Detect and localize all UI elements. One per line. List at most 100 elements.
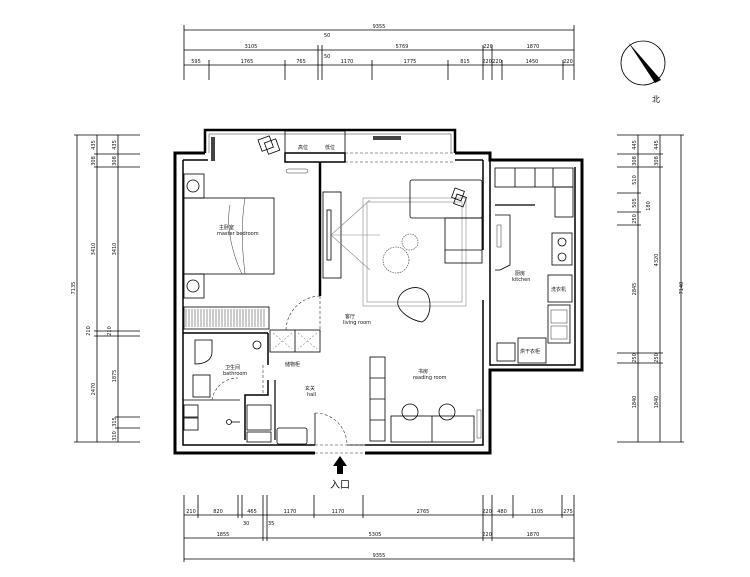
radiator-icon: [373, 136, 401, 140]
dim-label: 210: [86, 326, 92, 336]
north-label: 北: [652, 95, 660, 104]
dim-label: 1775: [404, 59, 417, 65]
living-room: 客厅 living room: [319, 179, 483, 333]
hall-label-cn: 玄关: [305, 385, 315, 392]
dim-label: 3105: [245, 44, 258, 50]
dim-label: 1840: [654, 396, 660, 409]
balcony-high-label: 高位: [298, 144, 308, 151]
dim-label: 50: [324, 54, 330, 60]
dim-label: 50: [324, 33, 330, 39]
right-dimensions: 7140 445 308 510 505 250 2845 250 1840 4…: [617, 134, 685, 443]
bathroom-label-en: bathroom: [223, 371, 247, 377]
upper-cabinets: [494, 167, 574, 188]
dim-left-total: 7135: [71, 282, 77, 295]
dim-label: 445: [632, 140, 638, 150]
entrance-arrow-icon: [333, 456, 347, 474]
washing-machine: [547, 274, 573, 303]
bench: [276, 427, 308, 445]
chair: [401, 403, 419, 421]
washing-machine-label: 洗衣机: [551, 286, 566, 293]
dim-label: 1875: [112, 370, 118, 383]
drain-icon: [252, 340, 262, 350]
dim-label: 250: [632, 353, 638, 363]
dryer-cabinet: [517, 337, 547, 364]
dryer-cabinet-label: 烘干衣柜: [520, 348, 540, 355]
dim-label: 220: [482, 532, 492, 538]
shower-icon: [226, 419, 232, 425]
dim-label: 220: [482, 59, 492, 65]
dim-label: 1870: [527, 44, 540, 50]
dim-label: 308: [112, 156, 118, 166]
dim-label: 308: [632, 156, 638, 166]
dim-label: 445: [654, 140, 660, 150]
dim-label: 310: [112, 431, 118, 441]
bed: [183, 197, 275, 275]
storage-cabinet: 储物柜: [269, 329, 321, 368]
coffee-table: [382, 246, 410, 274]
entrance-label: 入口: [330, 480, 350, 491]
tv: [326, 209, 332, 261]
dim-label: 30: [243, 521, 249, 527]
dim-label: 480: [497, 509, 507, 515]
hall-label-en: hall: [307, 392, 316, 398]
dim-bottom-total: 9355: [373, 553, 386, 559]
balcony: 高位 低位: [211, 135, 401, 161]
lamp-icon: [186, 279, 200, 293]
dim-label: 1170: [332, 509, 345, 515]
dim-label: 220: [482, 509, 492, 515]
dim-label: 1765: [241, 59, 254, 65]
master-bedroom-label-en: master bedroom: [217, 231, 259, 237]
master-bedroom: 主卧室 master bedroom: [183, 168, 321, 331]
master-bedroom-label-cn: 主卧室: [219, 224, 234, 231]
dim-top-total: 9355: [373, 24, 386, 30]
dim-label: 1870: [527, 532, 540, 538]
dim-label: 435: [91, 140, 97, 150]
lamp-icon: [186, 179, 200, 193]
dim-label: 315: [112, 417, 118, 427]
dim-label: 4320: [654, 254, 660, 267]
dim-label: 5769: [396, 44, 409, 50]
dim-label: 220: [483, 44, 493, 50]
bathroom: 卫生间 bathroom: [183, 339, 264, 431]
walls: [173, 128, 584, 455]
dim-label: 3410: [91, 243, 97, 256]
top-dimensions: 9355 3105 50 5769 220 1870 595 1765 765 …: [183, 24, 575, 80]
living-room-label-cn: 客厅: [345, 313, 355, 320]
dim-label: 275: [563, 509, 573, 515]
dim-label: 435: [112, 140, 118, 150]
dim-label: 505: [632, 198, 638, 208]
north-arrow-icon: 北: [620, 40, 666, 104]
sink-icon: [547, 304, 571, 344]
entrance: 入口: [330, 456, 350, 491]
toilet-icon: [194, 339, 213, 365]
radiator-icon: [285, 168, 309, 174]
sofa: [409, 179, 483, 219]
armchair: [397, 287, 431, 323]
sink-icon: [192, 374, 211, 398]
wardrobe: [183, 306, 270, 330]
storage-cabinet-label: 储物柜: [285, 361, 300, 368]
living-room-label-en: living room: [343, 320, 371, 326]
side-table: [401, 233, 419, 251]
dim-label: 308: [91, 156, 97, 166]
left-dimensions: 7135 435 308 3410 210 2470 435 308 3410 …: [71, 134, 140, 443]
bathroom-label-cn: 卫生间: [225, 364, 240, 371]
dim-label: 3410: [112, 243, 118, 256]
dim-label: 308: [654, 156, 660, 166]
stove-icon: [551, 232, 573, 266]
rug: [362, 197, 467, 307]
radiator-icon: [211, 137, 215, 161]
dim-label: 250: [654, 353, 660, 363]
dim-label: 1105: [531, 509, 544, 515]
kitchen: 洗衣机 烘干衣柜 厨房 kitchen: [494, 167, 574, 364]
dim-label: 180: [646, 201, 652, 211]
dim-label: 1170: [284, 509, 297, 515]
dim-label: 815: [460, 59, 470, 65]
shoe-cabinet: [246, 404, 272, 431]
reading-room-label-en: reading room: [413, 375, 447, 381]
dim-label: 510: [632, 175, 638, 185]
dim-label: 1855: [217, 532, 230, 538]
cushion-icon: [451, 187, 467, 208]
dim-label: 220: [563, 59, 573, 65]
dim-label: 210: [107, 326, 113, 336]
